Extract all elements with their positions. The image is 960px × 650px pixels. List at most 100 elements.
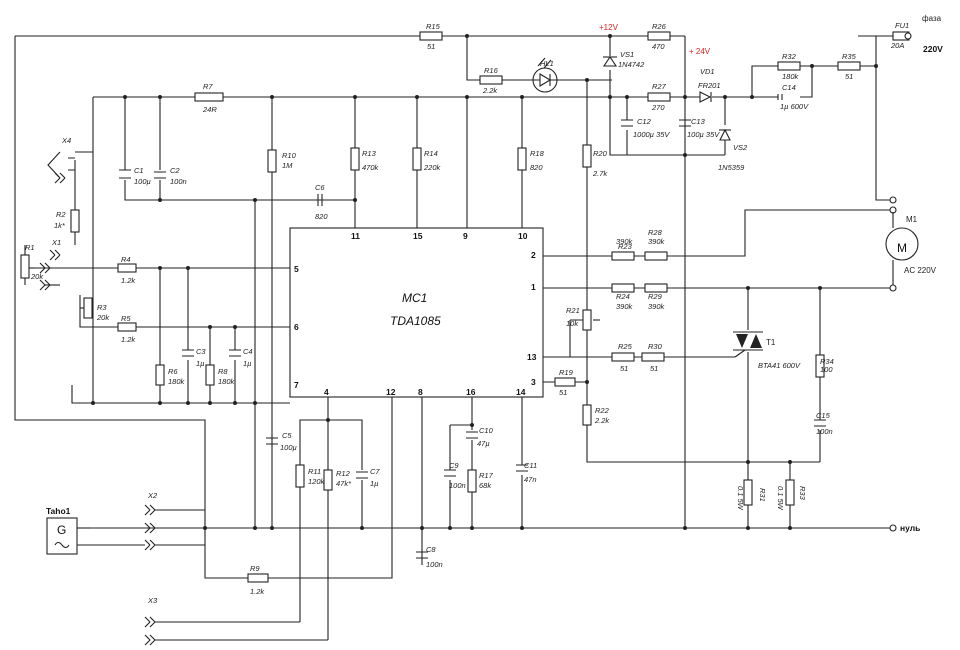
triac-t1: [733, 331, 763, 358]
svg-text:1µ: 1µ: [370, 479, 379, 488]
svg-text:100µ: 100µ: [280, 443, 297, 452]
pin-3: 3: [531, 377, 536, 387]
svg-text:C8: C8: [426, 545, 436, 554]
pin-12: 12: [386, 387, 396, 397]
mains-voltage: 220V: [923, 44, 943, 54]
svg-text:2.2k: 2.2k: [594, 416, 610, 425]
svg-text:47µ: 47µ: [477, 439, 490, 448]
svg-text:R33: R33: [798, 486, 807, 501]
resistor-r16: [479, 75, 503, 85]
resistor-r29: [644, 283, 668, 293]
pin-6: 6: [294, 322, 299, 332]
svg-text:C7: C7: [370, 467, 380, 476]
svg-text:X3: X3: [147, 596, 158, 605]
svg-text:R21: R21: [566, 306, 580, 315]
svg-text:C12: C12: [637, 117, 652, 126]
svg-text:100µ: 100µ: [134, 177, 151, 186]
svg-text:100n: 100n: [449, 481, 466, 490]
svg-text:120k: 120k: [308, 477, 326, 486]
pin-5: 5: [294, 264, 299, 274]
svg-text:X4: X4: [61, 136, 71, 145]
wires: [14, 35, 893, 641]
svg-text:20A: 20A: [890, 41, 904, 50]
supply-24v: + 24V: [689, 47, 711, 56]
resistor-r33: [785, 479, 795, 506]
svg-text:R7: R7: [203, 82, 213, 91]
svg-text:X2: X2: [147, 491, 158, 500]
svg-text:270: 270: [651, 103, 665, 112]
svg-text:C10: C10: [479, 426, 494, 435]
svg-text:470: 470: [652, 42, 665, 51]
svg-text:R14: R14: [424, 149, 438, 158]
svg-text:R22: R22: [595, 406, 610, 415]
svg-text:100n: 100n: [426, 560, 443, 569]
svg-text:G: G: [57, 523, 66, 537]
svg-text:100n: 100n: [170, 177, 187, 186]
svg-text:R15: R15: [426, 22, 441, 31]
svg-text:R16: R16: [484, 66, 499, 75]
svg-text:VS2: VS2: [733, 143, 748, 152]
resistor-r9: [247, 573, 269, 583]
svg-text:1µ: 1µ: [243, 359, 252, 368]
svg-text:VD1: VD1: [700, 67, 715, 76]
svg-text:R11: R11: [308, 467, 321, 476]
tacho-generator: [46, 517, 78, 555]
svg-text:1µ 600V: 1µ 600V: [780, 102, 809, 111]
svg-text:R19: R19: [559, 368, 574, 377]
svg-text:0.1 5W: 0.1 5W: [736, 486, 745, 511]
svg-text:51: 51: [559, 388, 567, 397]
terminal-phase: [904, 32, 912, 40]
svg-text:C2: C2: [170, 166, 180, 175]
resistor-r22: [582, 404, 592, 426]
svg-text:820: 820: [315, 212, 328, 221]
svg-text:68k: 68k: [479, 481, 492, 490]
resistor-r7: [194, 92, 224, 102]
svg-text:R26: R26: [652, 22, 667, 31]
connectors: X4 X1 X2 X3 Taho1 G: [39, 136, 205, 646]
diode-vd1: [699, 91, 712, 103]
svg-text:FR201: FR201: [698, 81, 721, 90]
pin-16: 16: [466, 387, 476, 397]
svg-text:220k: 220k: [423, 163, 442, 172]
pin-15: 15: [413, 231, 423, 241]
svg-text:R31: R31: [758, 488, 767, 502]
resistor-r25: [611, 352, 635, 362]
svg-text:180k: 180k: [218, 377, 236, 386]
pin-9: 9: [463, 231, 468, 241]
svg-text:100µ 35V: 100µ 35V: [687, 130, 720, 139]
resistor-r1: [20, 254, 30, 279]
svg-text:HL1: HL1: [540, 59, 554, 68]
svg-text:R2: R2: [56, 210, 66, 219]
pin-7: 7: [294, 380, 299, 390]
resistor-r2: [70, 209, 80, 233]
svg-text:C3: C3: [196, 347, 206, 356]
ic-ref: MC1: [402, 291, 427, 305]
resistor-r10: [267, 149, 277, 173]
svg-text:R1: R1: [25, 243, 35, 252]
svg-text:24R: 24R: [202, 105, 217, 114]
resistor-r35: [837, 61, 861, 71]
pin-1: 1: [531, 282, 536, 292]
resistor-r14: [412, 147, 422, 171]
ic-tda1085: MC1 TDA1085 11 15 9 10 5 6 7 4 12 8 16 1…: [289, 227, 544, 398]
svg-text:FU1: FU1: [895, 21, 909, 30]
svg-text:1.2k: 1.2k: [250, 587, 265, 596]
svg-text:1µ: 1µ: [196, 359, 205, 368]
resistor-r12: [323, 469, 333, 491]
resistor-r13: [350, 147, 360, 171]
svg-text:100n: 100n: [816, 427, 833, 436]
pin-14: 14: [516, 387, 526, 397]
svg-text:20k: 20k: [96, 313, 110, 322]
pin-13: 13: [527, 352, 537, 362]
svg-text:1N4742: 1N4742: [618, 60, 645, 69]
resistor-r3: [83, 297, 93, 319]
svg-text:R35: R35: [842, 52, 857, 61]
svg-text:X1: X1: [51, 238, 61, 247]
terminal-neutral: [889, 524, 897, 532]
svg-text:M: M: [897, 241, 907, 255]
svg-text:R20: R20: [593, 149, 608, 158]
svg-text:C14: C14: [782, 83, 796, 92]
